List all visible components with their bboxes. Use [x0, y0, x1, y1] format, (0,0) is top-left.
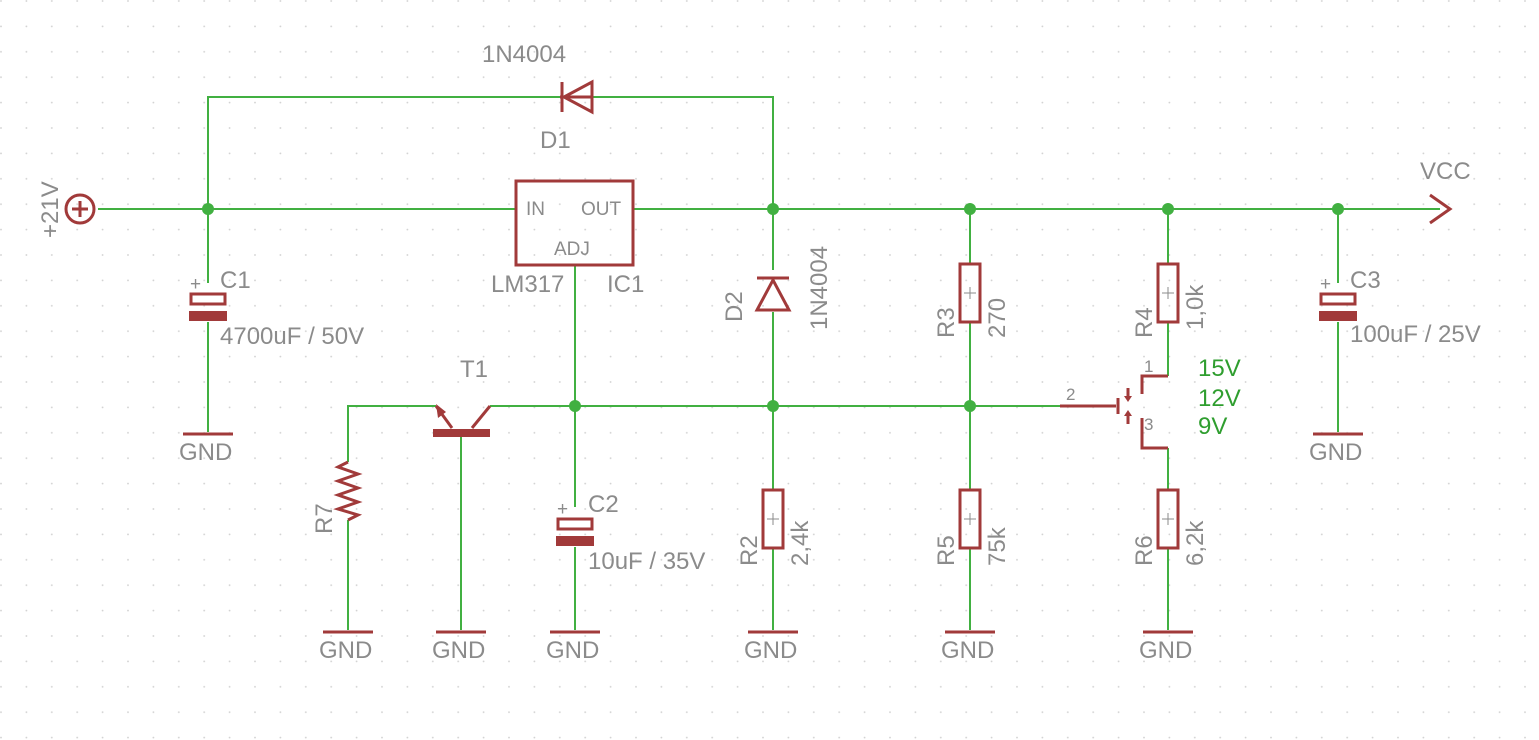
resistor-r7[interactable]: R7: [311, 460, 363, 534]
gnd-r7: GND: [319, 630, 373, 664]
gnd-c3-label: GND: [1309, 439, 1362, 466]
capacitor-c1-name: C1: [220, 267, 251, 294]
diode-d1-name: D1: [540, 127, 571, 154]
gnd-t1: GND: [432, 630, 486, 664]
regulator-ic1[interactable]: IN OUT ADJ LM317 IC1: [491, 179, 644, 298]
gnd-r2: GND: [744, 630, 798, 664]
supply-input-label: +21V: [37, 181, 64, 238]
junction: [202, 203, 214, 215]
regulator-pin-out: OUT: [581, 199, 622, 220]
gnd-c1-label: GND: [179, 439, 232, 466]
gnd-r2-label: GND: [744, 637, 797, 664]
gnd-c2-label: GND: [546, 637, 599, 664]
resistor-r2-value: 2,4k: [787, 520, 814, 566]
ground-symbols: GND GND GND GND GND GND GND GND: [179, 432, 1363, 664]
gnd-r6-label: GND: [1139, 637, 1192, 664]
selector-option-15v: 15V: [1198, 355, 1241, 382]
capacitor-c1-polarity: +: [190, 274, 201, 295]
junction: [569, 400, 581, 412]
capacitor-c3[interactable]: + C3 100uF / 25V: [1319, 267, 1481, 348]
gnd-r7-label: GND: [319, 637, 372, 664]
capacitor-c1-value: 4700uF / 50V: [220, 323, 364, 350]
selector-pin-3: 3: [1144, 415, 1153, 434]
regulator-pin-in: IN: [526, 199, 545, 220]
resistor-r7-name: R7: [311, 503, 338, 534]
resistor-r6[interactable]: R6 6,2k: [1131, 488, 1209, 566]
resistor-r4-name: R4: [1131, 307, 1158, 338]
resistor-r3-name: R3: [933, 307, 960, 338]
diode-d1[interactable]: 1N4004 D1: [482, 41, 594, 154]
capacitor-c3-polarity: +: [1320, 274, 1331, 295]
resistor-r5-value: 75k: [984, 526, 1011, 566]
diode-d2-value: 1N4004: [806, 246, 833, 330]
regulator-value: LM317: [491, 271, 564, 298]
selector-option-9v: 9V: [1198, 413, 1227, 440]
voltage-selector[interactable]: 1 2 3 15V 12V 9V: [1060, 355, 1241, 450]
capacitor-c1[interactable]: + C1 4700uF / 50V: [189, 267, 364, 350]
supply-input[interactable]: +21V: [37, 181, 96, 238]
gnd-r6: GND: [1139, 630, 1193, 664]
diode-d1-value: 1N4004: [482, 41, 566, 68]
gnd-c2: GND: [546, 630, 600, 664]
resistor-r4-value: 1,0k: [1182, 284, 1209, 330]
selector-pin-2: 2: [1066, 385, 1075, 404]
junctions: [202, 203, 1344, 412]
junction: [964, 400, 976, 412]
capacitor-c2-name: C2: [588, 491, 619, 518]
resistor-r4[interactable]: R4 1,0k: [1131, 262, 1209, 338]
capacitor-c2-polarity: +: [557, 499, 568, 520]
resistor-r5-name: R5: [933, 535, 960, 566]
resistor-r6-value: 6,2k: [1182, 520, 1209, 566]
resistor-r3-value: 270: [984, 298, 1011, 338]
gnd-t1-label: GND: [432, 637, 485, 664]
diode-d2-name: D2: [721, 291, 748, 322]
transistor-t1-name: T1: [460, 356, 488, 383]
transistor-t1[interactable]: T1: [433, 356, 492, 437]
gnd-c1: GND: [179, 432, 233, 466]
gnd-r5-label: GND: [941, 637, 994, 664]
supply-output[interactable]: VCC: [1420, 158, 1471, 225]
resistor-r5[interactable]: R5 75k: [933, 488, 1011, 566]
supply-output-label: VCC: [1420, 158, 1471, 185]
capacitor-c3-name: C3: [1350, 267, 1381, 294]
selector-option-12v: 12V: [1198, 385, 1241, 412]
regulator-name: IC1: [607, 271, 644, 298]
resistor-r2-name: R2: [736, 535, 763, 566]
junction: [964, 203, 976, 215]
junction: [1332, 203, 1344, 215]
capacitor-c2-value: 10uF / 35V: [588, 548, 705, 575]
resistor-r3[interactable]: R3 270: [933, 262, 1011, 338]
capacitor-c3-value: 100uF / 25V: [1350, 321, 1481, 348]
junction: [1162, 203, 1174, 215]
regulator-pin-adj: ADJ: [554, 239, 590, 260]
diode-d2[interactable]: D2 1N4004: [721, 246, 833, 330]
gnd-r5: GND: [941, 630, 995, 664]
gnd-c3: GND: [1309, 432, 1363, 466]
junction: [767, 203, 779, 215]
resistor-r2[interactable]: R2 2,4k: [736, 488, 814, 566]
resistor-r6-name: R6: [1131, 535, 1158, 566]
capacitor-c2[interactable]: + C2 10uF / 35V: [556, 491, 705, 575]
selector-pin-1: 1: [1144, 357, 1153, 376]
junction: [767, 400, 779, 412]
